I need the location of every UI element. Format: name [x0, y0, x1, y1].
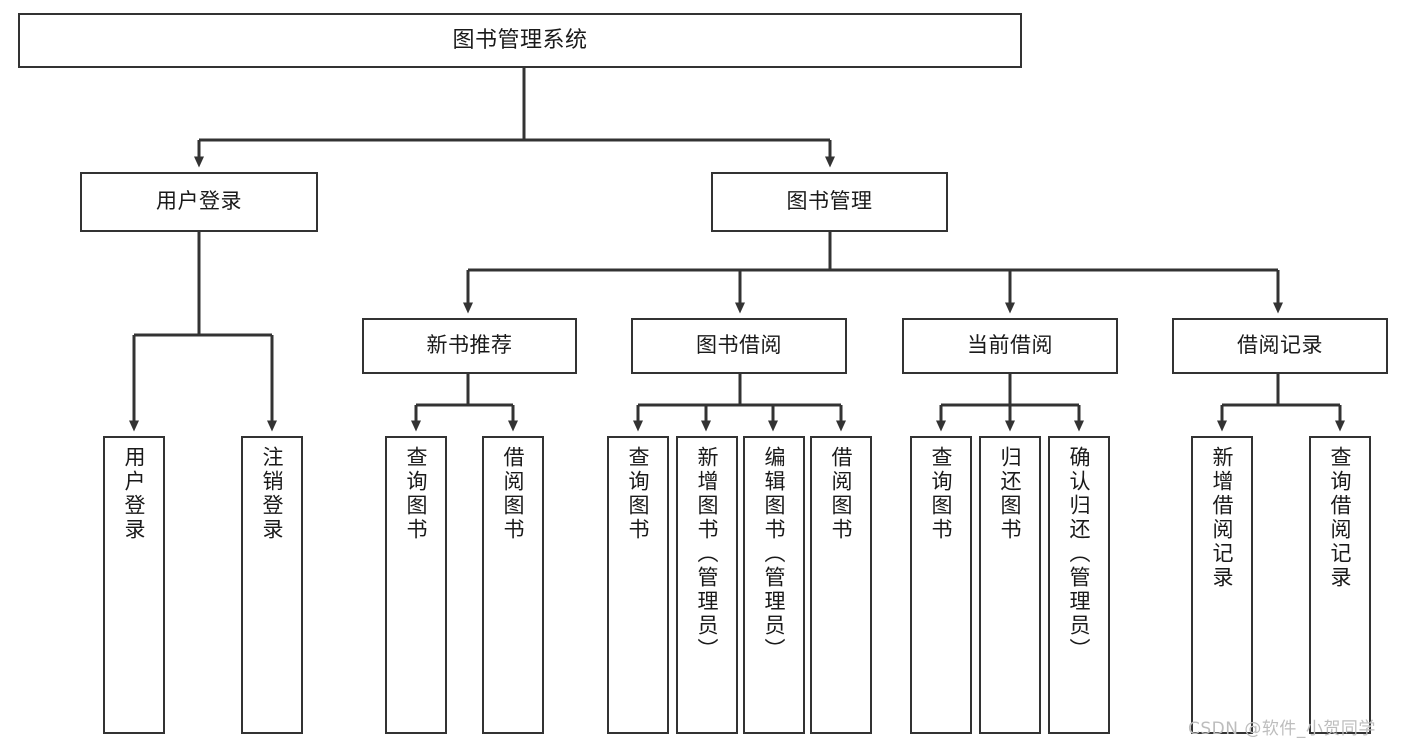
node-user-login-label: 用户登录	[156, 189, 242, 214]
node-leaf-borrow-book-2[interactable]: 借阅图书	[810, 436, 872, 734]
node-leaf-add-book[interactable]: 新增图书（管理员）	[676, 436, 738, 734]
node-leaf-query-book-3[interactable]: 查询图书	[910, 436, 972, 734]
node-root-system-label: 图书管理系统	[452, 27, 588, 53]
node-new-book-recommend[interactable]: 新书推荐	[362, 318, 577, 374]
node-leaf-query-book-2-label: 查询图书	[626, 446, 651, 542]
node-leaf-add-book-label: 新增图书（管理员）	[695, 446, 720, 662]
node-leaf-return-book[interactable]: 归还图书	[979, 436, 1041, 734]
node-leaf-logout-login[interactable]: 注销登录	[241, 436, 303, 734]
node-leaf-query-record-label: 查询借阅记录	[1328, 446, 1353, 590]
node-book-management-label: 图书管理	[786, 189, 873, 214]
node-book-borrow-label: 图书借阅	[696, 333, 782, 358]
node-root-system[interactable]: 图书管理系统	[18, 13, 1022, 68]
node-new-book-recommend-label: 新书推荐	[426, 333, 513, 358]
node-leaf-confirm-return[interactable]: 确认归还（管理员）	[1048, 436, 1110, 734]
node-leaf-query-book-1[interactable]: 查询图书	[385, 436, 447, 734]
node-leaf-borrow-book-1[interactable]: 借阅图书	[482, 436, 544, 734]
node-leaf-user-login-label: 用户登录	[122, 446, 147, 542]
node-leaf-confirm-return-label: 确认归还（管理员）	[1067, 446, 1092, 662]
node-leaf-logout-login-label: 注销登录	[260, 446, 285, 542]
node-leaf-query-record[interactable]: 查询借阅记录	[1309, 436, 1371, 734]
node-borrow-record[interactable]: 借阅记录	[1172, 318, 1388, 374]
node-current-borrow[interactable]: 当前借阅	[902, 318, 1118, 374]
node-leaf-query-book-3-label: 查询图书	[929, 446, 954, 542]
node-leaf-borrow-book-1-label: 借阅图书	[501, 446, 526, 542]
node-leaf-edit-book[interactable]: 编辑图书（管理员）	[743, 436, 805, 734]
node-current-borrow-label: 当前借阅	[967, 333, 1053, 358]
node-leaf-return-book-label: 归还图书	[998, 446, 1023, 542]
node-borrow-record-label: 借阅记录	[1237, 333, 1323, 358]
node-leaf-add-record-label: 新增借阅记录	[1210, 446, 1235, 590]
node-book-borrow[interactable]: 图书借阅	[631, 318, 847, 374]
node-leaf-user-login[interactable]: 用户登录	[103, 436, 165, 734]
node-user-login[interactable]: 用户登录	[80, 172, 318, 232]
node-leaf-query-book-2[interactable]: 查询图书	[607, 436, 669, 734]
node-leaf-add-record[interactable]: 新增借阅记录	[1191, 436, 1253, 734]
node-book-management[interactable]: 图书管理	[711, 172, 948, 232]
node-leaf-edit-book-label: 编辑图书（管理员）	[762, 446, 787, 662]
node-leaf-query-book-1-label: 查询图书	[404, 446, 429, 542]
node-leaf-borrow-book-2-label: 借阅图书	[829, 446, 854, 542]
